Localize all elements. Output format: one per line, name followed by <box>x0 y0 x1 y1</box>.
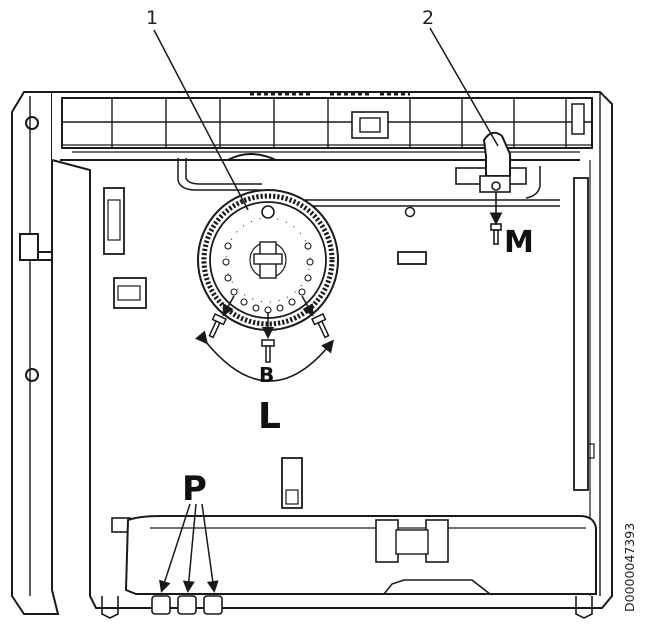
callout-2-label: 2 <box>422 7 434 29</box>
callout-1-label: 1 <box>146 7 158 29</box>
label-l: L <box>258 396 281 437</box>
callout-leaders <box>153 27 499 593</box>
interior-details <box>103 153 595 533</box>
label-m: M <box>504 225 534 260</box>
l-range-arc <box>194 330 334 382</box>
label-b: B <box>259 363 274 387</box>
timer-dial <box>197 189 339 331</box>
document-code: D0000047393 <box>622 522 637 612</box>
bottom-cover <box>101 515 597 619</box>
micro-switch-component <box>455 131 527 212</box>
label-p: P <box>182 469 207 509</box>
